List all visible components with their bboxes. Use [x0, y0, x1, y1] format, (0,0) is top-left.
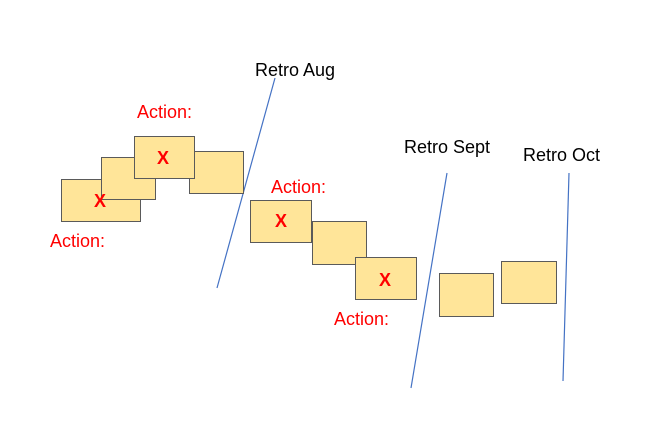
sprint-box-7 [355, 257, 417, 300]
x-mark-1: X [94, 191, 107, 211]
sprint-box-4 [189, 151, 244, 194]
x-mark-4: X [379, 270, 392, 290]
sprint-box-3 [134, 136, 195, 179]
retro-oct-label: Retro Oct [523, 145, 601, 165]
action-label-2: Action: [50, 231, 106, 251]
action-label-1: Action: [137, 102, 193, 122]
sprint-box-8 [439, 273, 494, 317]
x-mark-3: X [275, 211, 288, 231]
action-label-3: Action: [271, 177, 327, 197]
sprint-box-5 [250, 200, 312, 243]
retro-aug-label: Retro Aug [255, 60, 336, 80]
action-label-4: Action: [334, 309, 390, 329]
x-mark-2: X [157, 148, 170, 168]
divider-oct [562, 172, 570, 382]
retro-sept-label: Retro Sept [404, 137, 491, 157]
divider-sept [410, 172, 448, 389]
divider-aug [216, 77, 276, 289]
sprint-box-9 [501, 261, 557, 304]
